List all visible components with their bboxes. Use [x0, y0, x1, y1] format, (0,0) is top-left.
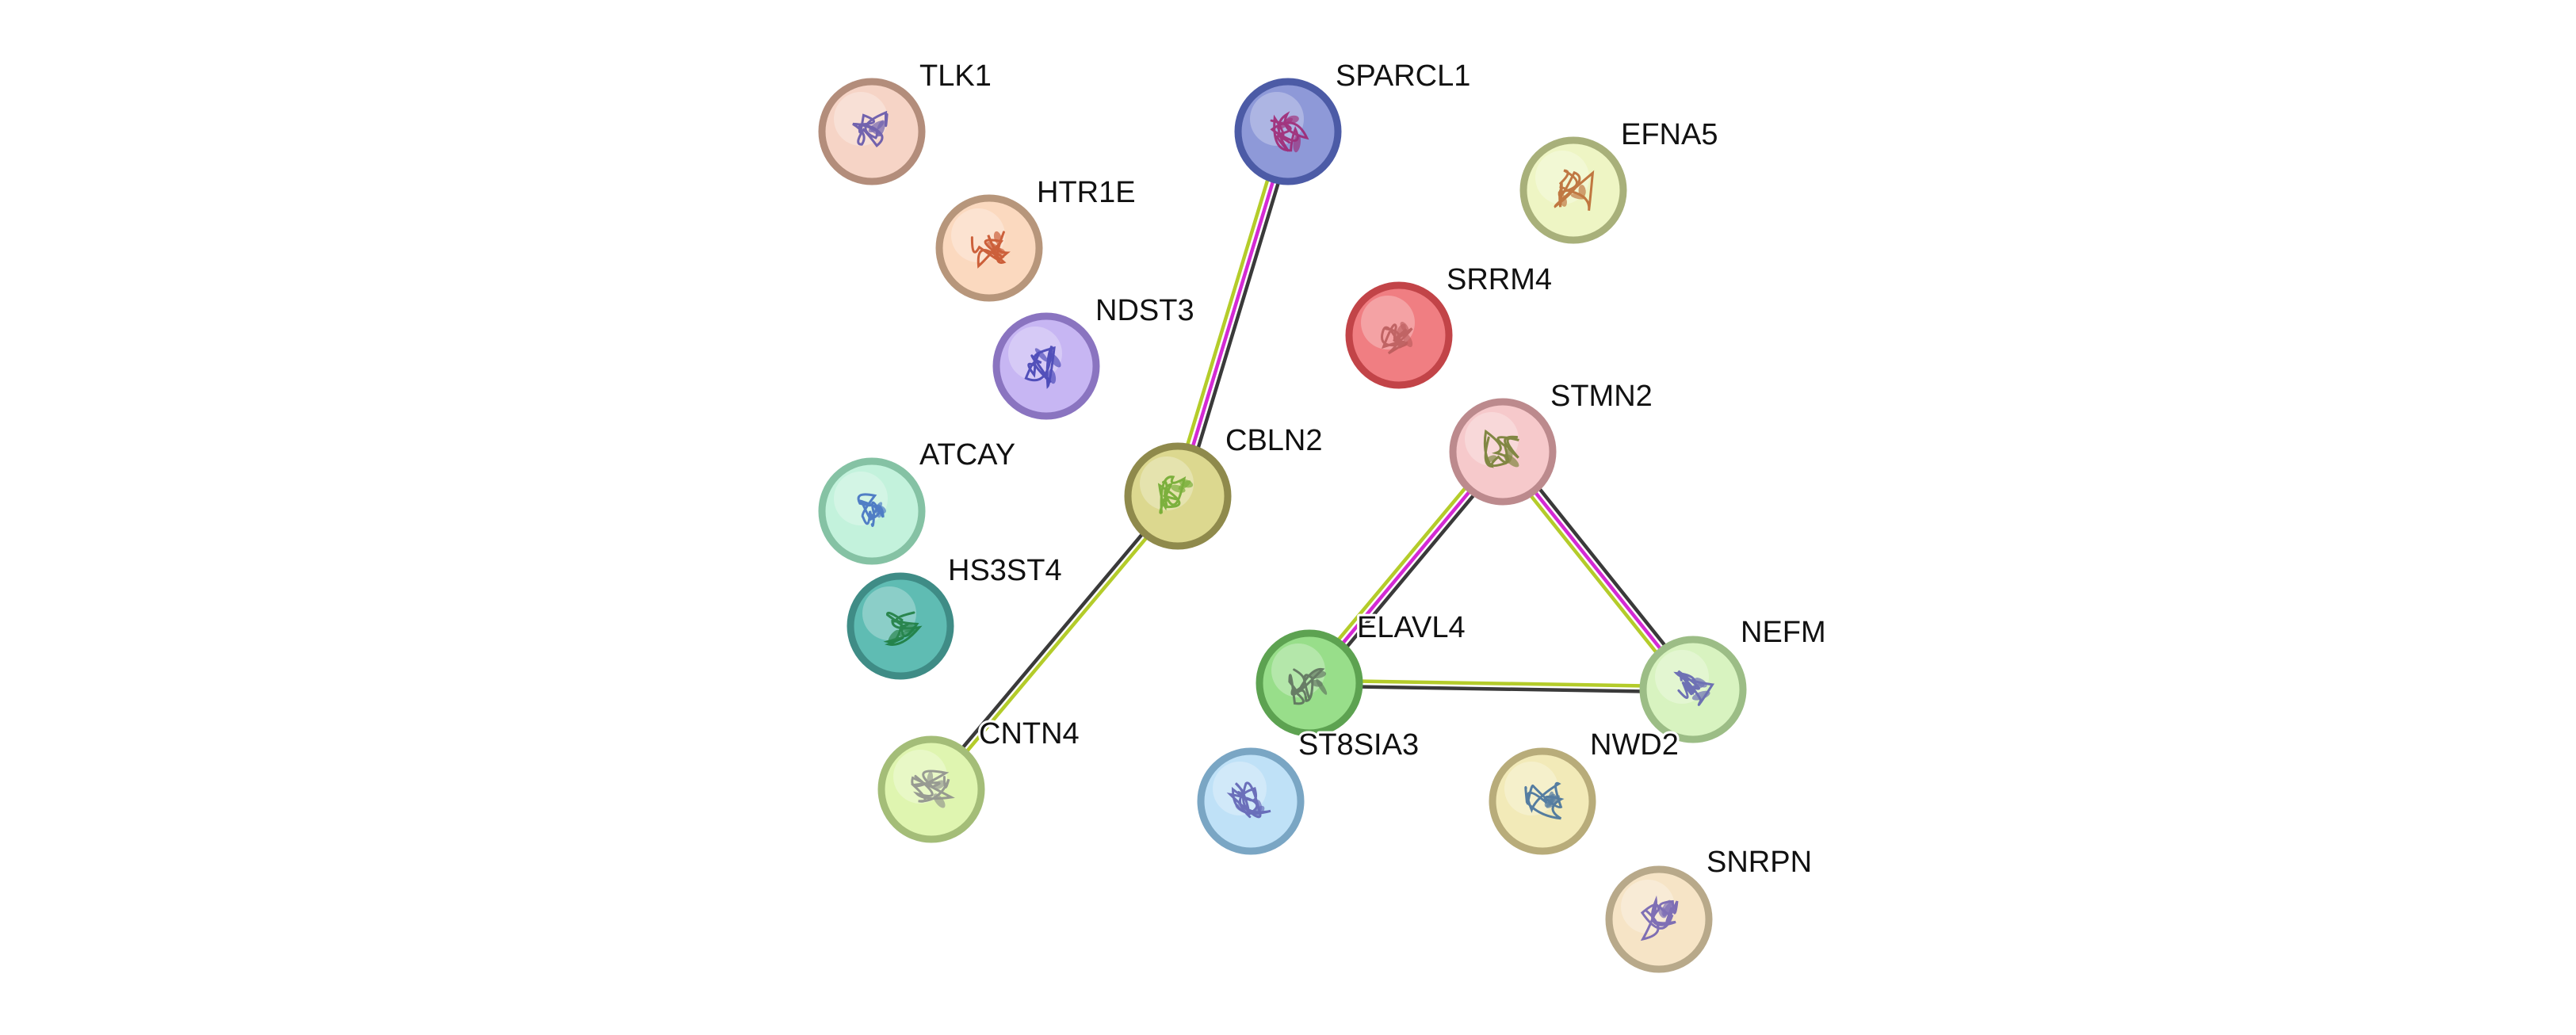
edge-elavl4-nefm[interactable] — [1307, 678, 1695, 694]
edge-strand — [1307, 678, 1695, 689]
node-ndst3[interactable] — [992, 312, 1100, 420]
node-label-cntn4[interactable]: CNTN4 — [977, 715, 1082, 753]
edge-strand — [927, 492, 1178, 789]
node-label-elavl4[interactable]: ELAVL4 — [1355, 609, 1468, 647]
node-highlight — [1465, 412, 1519, 466]
edge-strand — [1181, 131, 1295, 500]
edge-strand — [1307, 684, 1695, 694]
node-st8sia3[interactable] — [1197, 747, 1305, 855]
node-label-stmn2[interactable]: STMN2 — [1548, 377, 1655, 415]
node-nefm[interactable] — [1639, 636, 1747, 743]
node-sparcl1[interactable] — [1234, 78, 1342, 185]
nodes-layer — [818, 78, 1747, 973]
protein-structure-icon — [910, 770, 955, 808]
node-cbln2[interactable] — [1124, 442, 1232, 550]
node-label-ndst3[interactable]: NDST3 — [1093, 292, 1197, 330]
protein-structure-icon — [1157, 475, 1194, 514]
node-label-srrm4[interactable]: SRRM4 — [1444, 261, 1554, 299]
node-label-nwd2[interactable]: NWD2 — [1588, 726, 1681, 764]
node-elavl4[interactable] — [1256, 629, 1363, 737]
node-tlk1[interactable] — [818, 78, 926, 185]
node-efna5[interactable] — [1519, 136, 1627, 244]
node-cntn4[interactable] — [877, 735, 985, 843]
protein-structure-icon — [1673, 670, 1715, 706]
node-snrpn[interactable] — [1605, 865, 1713, 973]
node-label-sparcl1[interactable]: SPARCL1 — [1333, 57, 1473, 95]
protein-structure-icon — [1270, 111, 1309, 153]
node-srrm4[interactable] — [1345, 281, 1453, 389]
node-circle — [1449, 398, 1557, 506]
node-highlight — [834, 92, 888, 146]
edge-strand — [1171, 128, 1285, 497]
node-label-cbln2[interactable]: CBLN2 — [1223, 422, 1325, 460]
node-htr1e[interactable] — [935, 194, 1043, 302]
node-hs3st4[interactable] — [847, 572, 954, 680]
node-label-htr1e[interactable]: HTR1E — [1034, 174, 1138, 212]
protein-structure-icon — [857, 493, 886, 527]
node-circle — [1605, 865, 1713, 973]
protein-structure-icon — [1381, 322, 1413, 355]
edge-sparcl1-cbln2[interactable] — [1171, 128, 1295, 500]
protein-structure-icon — [1024, 346, 1061, 389]
edge-strand — [931, 496, 1182, 793]
node-label-tlk1[interactable]: TLK1 — [917, 57, 994, 95]
protein-structure-icon — [1640, 895, 1679, 941]
node-label-st8sia3[interactable]: ST8SIA3 — [1296, 726, 1421, 764]
node-label-hs3st4[interactable]: HS3ST4 — [946, 552, 1064, 590]
protein-structure-icon — [1226, 781, 1271, 819]
node-circle — [1124, 442, 1232, 550]
protein-structure-icon — [1483, 429, 1519, 468]
protein-structure-icon — [883, 611, 923, 646]
protein-structure-icon — [1554, 169, 1595, 212]
edge-strand — [1175, 129, 1290, 498]
node-label-nefm[interactable]: NEFM — [1738, 613, 1829, 651]
node-label-efna5[interactable]: EFNA5 — [1619, 116, 1720, 154]
protein-structure-icon — [1288, 668, 1328, 705]
protein-structure-icon — [970, 231, 1011, 269]
protein-structure-icon — [1524, 781, 1565, 820]
node-nwd2[interactable] — [1489, 747, 1596, 855]
node-circle — [1489, 747, 1596, 855]
node-atcay[interactable] — [818, 457, 926, 565]
node-highlight — [893, 750, 947, 804]
node-circle — [877, 735, 985, 843]
node-highlight — [1621, 880, 1675, 934]
node-circle — [818, 457, 926, 565]
protein-structure-icon — [852, 110, 889, 147]
node-label-atcay[interactable]: ATCAY — [917, 436, 1018, 474]
node-highlight — [1535, 151, 1589, 204]
edge-cbln2-cntn4[interactable] — [927, 492, 1182, 793]
node-label-snrpn[interactable]: SNRPN — [1704, 843, 1814, 881]
node-stmn2[interactable] — [1449, 398, 1557, 506]
